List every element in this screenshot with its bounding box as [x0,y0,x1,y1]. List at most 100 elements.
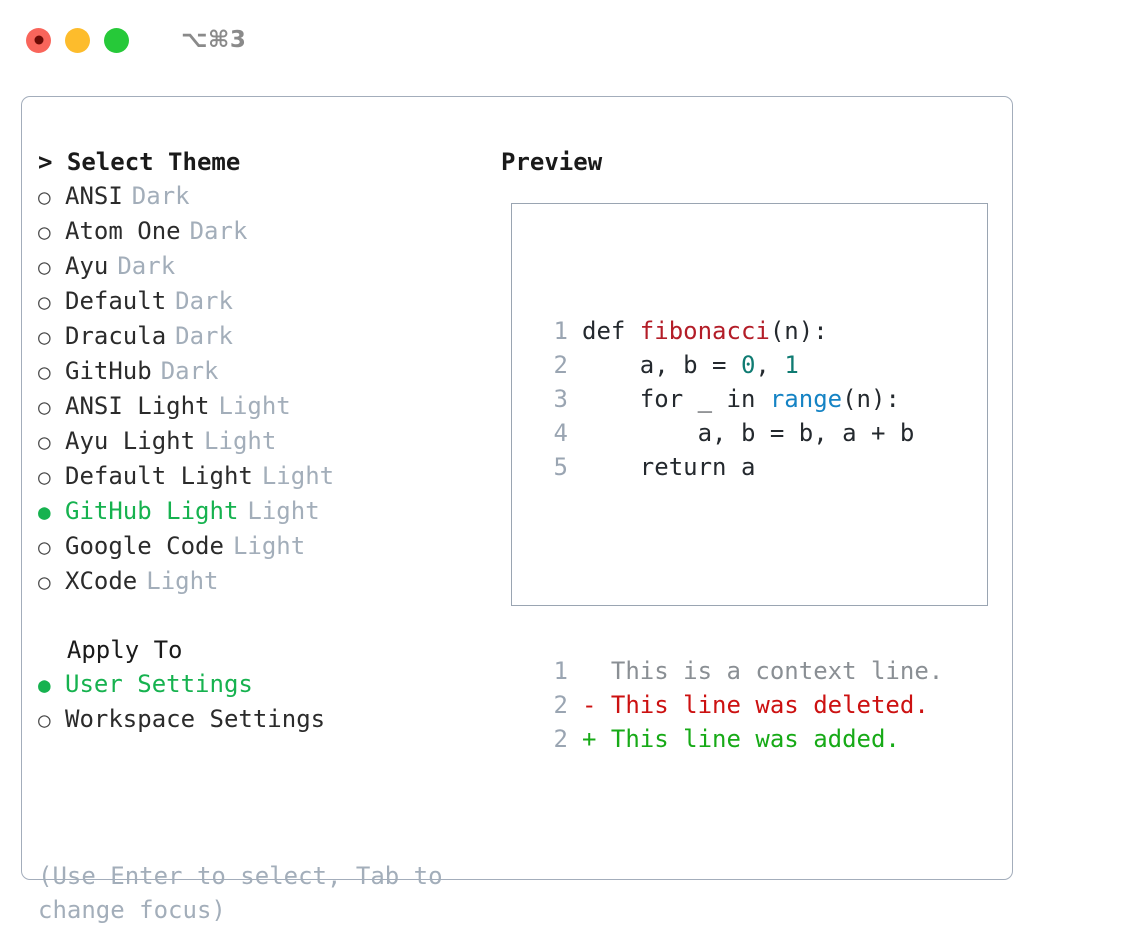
apply-to-list[interactable]: ● User Settings ○Workspace Settings [38,667,478,737]
title-bar: ⌥⌘3 [0,0,1140,80]
theme-name-label: Dracula [65,322,167,350]
code-line-number: 4 [553,419,568,447]
theme-variant-tag: Dark [175,322,233,350]
diff-line-text: - This line was deleted. [582,691,929,719]
theme-variant-tag: Light [204,427,277,455]
code-line-number: 2 [553,351,568,379]
code-line: 4 a, b = b, a + b [530,416,943,450]
code-token-plain: (n): [842,385,900,413]
theme-name-label: ANSI [65,182,123,210]
radio-selected-icon: ● [38,673,51,697]
radio-unselected-icon: ○ [38,325,51,349]
code-line: 5 return a [530,450,943,484]
theme-option-ayu-light[interactable]: ○ Ayu Light Light [38,424,478,459]
diff-line-add: 2 + This line was added. [530,722,943,756]
theme-option-dracula[interactable]: ○ Dracula Dark [38,319,478,354]
theme-name-label: Default Light [65,462,253,490]
code-line-text: return a [582,450,756,484]
preview-header: Preview [501,148,603,176]
diff-line-number: 2 [553,725,568,753]
window-controls [26,27,129,53]
apply-option-workspace-settings[interactable]: ○Workspace Settings [38,702,478,737]
diff-line-ctx: 1 This is a context line. [530,654,944,688]
theme-option-atom-one[interactable]: ○ Atom One Dark [38,214,478,249]
theme-name-label: ANSI Light [65,392,210,420]
section-spacer [38,599,478,633]
radio-unselected-icon: ○ [38,535,51,559]
theme-variant-tag: Dark [160,357,219,385]
theme-option-default-light[interactable]: ○ Default Light Light [38,459,478,494]
theme-variant-tag: Dark [131,182,190,210]
theme-option-github-light[interactable]: ● GitHub Light Light [38,494,478,529]
theme-name-label: Atom One [65,217,181,245]
minimize-button-icon[interactable] [65,27,90,53]
code-line: 2 a, b = 0, 1 [530,348,943,382]
theme-name-label: Ayu [65,252,109,280]
theme-name-label: Ayu Light [65,427,196,455]
code-token-kw: for _ in [582,385,770,413]
theme-variant-tag: Light [146,567,219,595]
maximize-button-icon[interactable] [104,27,129,53]
select-theme-header: > Select Theme [38,148,241,176]
recording-indicator-icon [34,35,43,45]
apply-option-label: User Settings [65,670,253,698]
radio-unselected-icon: ○ [38,465,51,489]
code-token-plain: , [755,351,785,379]
diff-line-number: 2 [553,691,568,719]
theme-option-xcode[interactable]: ○ XCode Light [38,564,478,599]
code-token-plain: a, b = b, a + b [582,419,915,447]
close-button-icon[interactable] [26,27,51,53]
radio-unselected-icon: ○ [38,395,51,419]
radio-unselected-icon: ○ [38,570,51,594]
diff-line-text: + This line was added. [582,725,900,753]
theme-variant-tag: Light [261,462,335,490]
code-token-num: 1 [784,351,799,379]
code-line-number: 3 [553,385,568,413]
preview-column: Preview [501,145,1001,179]
code-line-number: 5 [553,453,568,481]
diff-line-number: 1 [553,657,568,685]
theme-name-label: Default [65,287,167,315]
theme-variant-tag: Dark [189,217,248,245]
theme-option-github[interactable]: ○ GitHub Dark [38,354,478,389]
code-token-plain: a, b = [582,351,741,379]
code-line-text: for _ in range(n): [582,382,900,416]
diff-line-text: This is a context line. [582,657,944,685]
apply-option-user-settings[interactable]: ● User Settings [38,667,478,702]
theme-option-ansi-light[interactable]: ○ ANSI Light Light [38,389,478,424]
radio-selected-icon: ● [38,500,51,524]
code-line-text: a, b = 0, 1 [582,348,799,382]
theme-variant-tag: Light [218,392,291,420]
code-line-text: a, b = b, a + b [582,416,915,450]
apply-to-header: Apply To [38,636,183,664]
theme-name-label: XCode [65,567,138,595]
code-token-kw: return a [582,453,756,481]
code-token-call: range [769,385,843,413]
radio-unselected-icon: ○ [38,220,51,244]
theme-name-label: GitHub [65,357,152,385]
theme-name-label: GitHub Light [65,497,239,525]
theme-name-label: Google Code [65,532,224,560]
radio-unselected-icon: ○ [38,430,51,454]
code-token-num: 0 [740,351,756,379]
radio-unselected-icon: ○ [38,290,51,314]
keyboard-shortcut-label: ⌥⌘3 [181,27,247,53]
radio-unselected-icon: ○ [38,360,51,384]
code-token-fn: fibonacci [639,317,770,345]
diff-line-del: 2 - This line was deleted. [530,688,943,722]
code-token-kw: def [582,317,640,345]
theme-variant-tag: Light [247,497,320,525]
